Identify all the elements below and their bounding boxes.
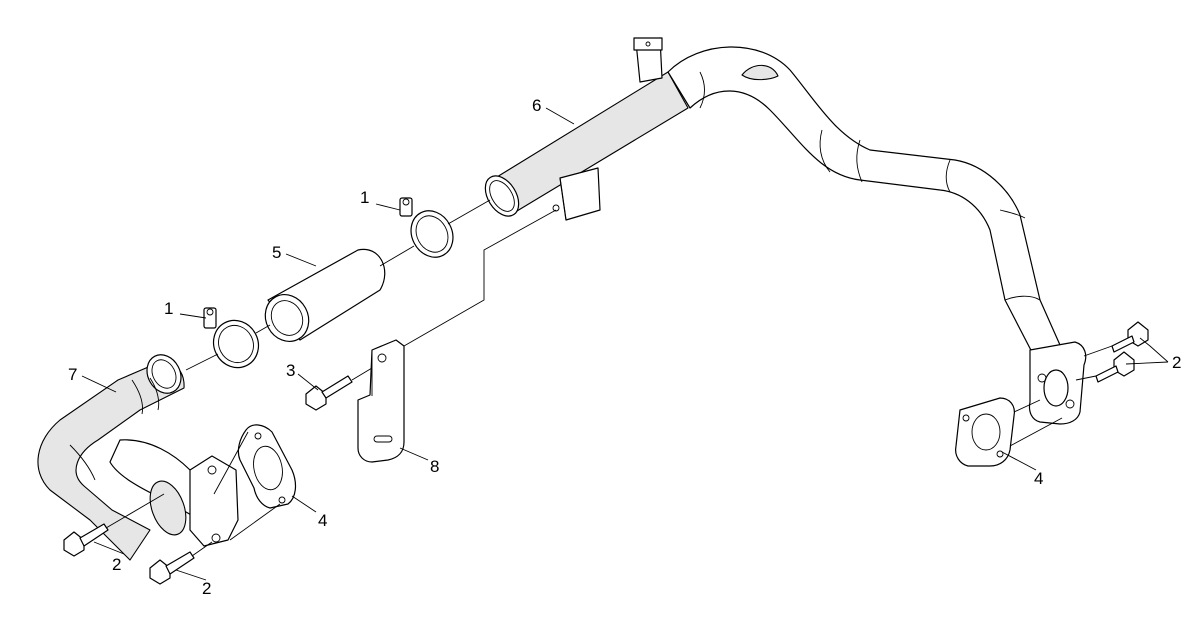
callout-3: 3 [286,361,295,380]
callout-2-right: 2 [1172,353,1181,372]
callout-5: 5 [272,243,281,262]
part-2-bolt-right-lower [1095,351,1135,383]
callout-4-right: 4 [1034,469,1043,488]
callout-8: 8 [430,457,439,476]
part-1-clamp-lower [203,307,260,369]
callout-4-left: 4 [318,511,327,530]
part-7-elbow-pipe [37,354,239,561]
callout-6: 6 [532,96,541,115]
part-5-hose [264,248,386,342]
callout-2-left-upper: 2 [112,555,121,574]
part-4-gasket-left [237,424,297,509]
callout-leaders [81,107,1169,581]
part-3-bolt [305,375,353,411]
part-6-pipe [484,37,1087,425]
part-2-bolt-left-upper [63,523,109,557]
callout-2-left-lower: 2 [202,579,211,598]
callout-1-upper: 1 [360,188,369,207]
callout-1-lower: 1 [164,299,173,318]
part-2-bolt-right-upper [1111,321,1149,353]
callout-7: 7 [68,365,77,384]
assembly-lines [105,199,1113,557]
part-4-gasket-right [955,397,1015,467]
part-2-bolt-left-lower [149,551,195,585]
part-1-clamp-upper [399,197,454,258]
part-8-bracket [357,339,405,463]
callout-labels: 1 1 2 2 2 3 4 4 5 6 7 8 [68,96,1181,598]
